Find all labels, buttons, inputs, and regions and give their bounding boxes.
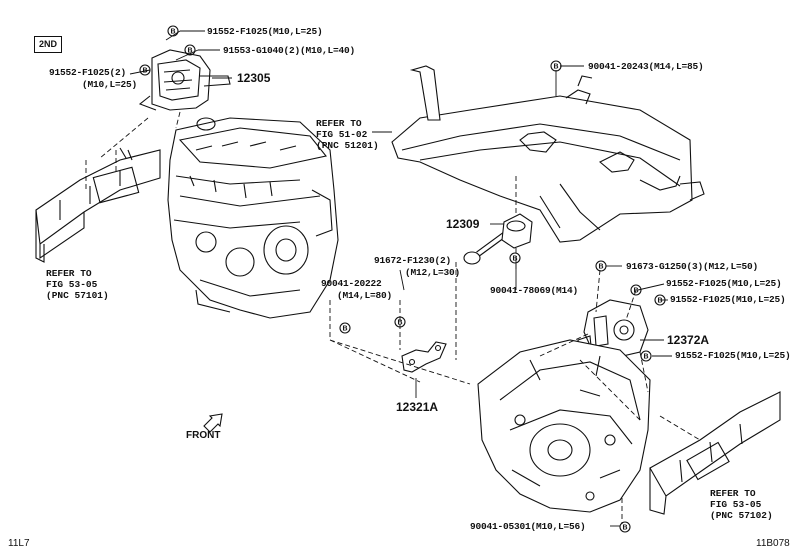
callout-bolt-1[interactable]: 91552-F1025(M10,L=25) (207, 26, 323, 37)
svg-text:B: B (397, 320, 402, 327)
callout-bolt-11[interactable]: 91552-F1025(M10,L=25) (675, 350, 791, 361)
callout-bolt-2[interactable]: 91553-G1040(2)(M10,L=40) (223, 45, 356, 56)
page-code-right: 11B078 (756, 538, 790, 549)
svg-text:B: B (622, 525, 627, 532)
svg-text:B: B (187, 48, 192, 55)
svg-text:B: B (170, 29, 175, 36)
callout-bolt-3-spec: (M10,L=25) (82, 79, 138, 90)
bracket-12321A[interactable] (401, 341, 447, 373)
callout-bolt-4[interactable]: 90041-20243(M14,L=85) (588, 61, 704, 72)
part-number-12305[interactable]: 12305 (237, 71, 271, 85)
right-frame (649, 391, 781, 515)
callout-bolt-7[interactable]: 90041-20222 (321, 278, 382, 289)
svg-text:B: B (657, 298, 662, 305)
drive-badge: 2ND (34, 36, 62, 53)
part-number-12309[interactable]: 12309 (446, 217, 480, 231)
svg-text:B: B (643, 354, 648, 361)
callout-bolt-12[interactable]: 90041-05301(M10,L=56) (470, 521, 586, 532)
b-markers (139, 25, 666, 533)
engine-mount-12305[interactable] (138, 49, 231, 111)
svg-text:B: B (633, 288, 638, 295)
callout-bolt-7-spec: (M14,L=80) (337, 290, 393, 301)
callout-bolt-10[interactable]: 91552-F1025(M10,L=25) (670, 294, 786, 305)
page-code-left: 11L7 (8, 538, 30, 549)
callout-bolt-3[interactable]: 91552-F1025(2) (49, 67, 127, 78)
svg-text:B: B (512, 256, 517, 263)
callout-bolt-8[interactable]: 91673-G1250(3)(M12,L=50) (626, 261, 759, 272)
front-arrow-icon (203, 413, 223, 433)
front-label: FRONT (186, 430, 221, 441)
engine-mount-rod-12309[interactable] (463, 213, 533, 265)
front-suspension-crossmember (391, 65, 705, 243)
part-number-12372A[interactable]: 12372A (667, 333, 710, 347)
callout-bolt-5-spec: (M12,L=30) (405, 267, 461, 278)
svg-text:B: B (553, 64, 558, 71)
engine-block (167, 117, 339, 319)
transaxle (477, 339, 651, 513)
callout-nut-6[interactable]: 90041-78069(M14) (490, 285, 579, 296)
callout-bolt-9[interactable]: 91552-F1025(M10,L=25) (666, 278, 782, 289)
left-frame (35, 147, 161, 263)
part-number-12321A[interactable]: 12321A (396, 400, 439, 414)
svg-text:B: B (142, 68, 147, 75)
b-marker-letters: B B B B B B B B B B B B (142, 29, 662, 532)
callout-bolt-5[interactable]: 91672-F1230(2) (374, 255, 452, 266)
svg-text:B: B (342, 326, 347, 333)
svg-text:B: B (598, 264, 603, 271)
